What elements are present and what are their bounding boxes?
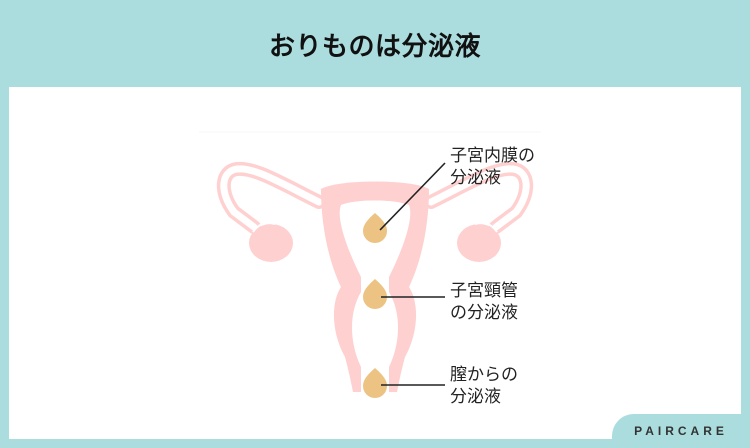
- uterus-diagram: [199, 131, 541, 398]
- left-fallopian-tube: [216, 161, 326, 234]
- label-endometrium-line2: 分泌液: [450, 168, 501, 188]
- endometrium-secretion-drop: [363, 213, 387, 243]
- left-ovary: [249, 224, 293, 262]
- brand-logo: PAIRCARE: [612, 414, 750, 448]
- right-ovary: [457, 224, 501, 262]
- label-cervix: 子宮頸管 の分泌液: [450, 280, 518, 324]
- leader-line-endometrium: [379, 162, 446, 231]
- vaginal-secretion-drop: [363, 368, 387, 398]
- diagram-panel: 子宮内膜の 分泌液 子宮頸管 の分泌液 膣からの 分泌液: [9, 87, 741, 439]
- label-cervix-line2: の分泌液: [450, 303, 518, 323]
- label-vagina-line1: 膣からの: [450, 365, 518, 385]
- label-endometrium-line1: 子宮内膜の: [450, 146, 535, 166]
- label-endometrium: 子宮内膜の 分泌液: [450, 145, 535, 189]
- label-cervix-line1: 子宮頸管: [450, 281, 518, 301]
- label-vagina: 膣からの 分泌液: [450, 364, 518, 408]
- cervical-secretion-drop: [363, 279, 387, 309]
- page-title: おりものは分泌液: [268, 31, 481, 62]
- uterus-body: [321, 181, 429, 392]
- label-vagina-line2: 分泌液: [450, 387, 501, 407]
- right-fallopian-tube: [424, 161, 534, 234]
